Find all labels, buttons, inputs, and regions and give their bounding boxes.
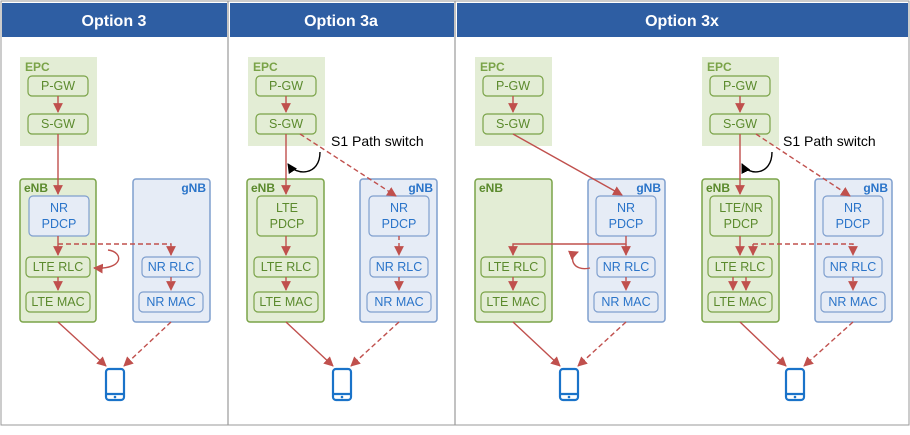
enb-label: eNB (706, 181, 730, 195)
gnb-label: gNB (408, 181, 433, 195)
lte-mac-label: LTE MAC (486, 295, 539, 309)
header-option-3: Option 3 (2, 3, 227, 37)
lte-rlc-label: LTE RLC (33, 260, 83, 274)
nr-mac-box (366, 291, 432, 313)
sgw-label: S-GW (496, 117, 530, 131)
sgw-label: S-GW (723, 117, 757, 131)
pdcp-label-line1: NR (844, 201, 862, 215)
pdcp-box (709, 195, 773, 237)
sgw-label: S-GW (41, 117, 75, 131)
nr-mac-label: NR MAC (374, 295, 423, 309)
gnb-label: gNB (863, 181, 888, 195)
nr-mac-box (820, 291, 886, 313)
pdcp-label-line2: PDCP (609, 217, 644, 231)
gnb-label: gNB (181, 181, 206, 195)
nr-rlc-label: NR RLC (603, 260, 650, 274)
gnb-label: gNB (636, 181, 661, 195)
path-switch-arrow (287, 151, 321, 175)
nr-mac-label: NR MAC (601, 295, 650, 309)
nr-mac-box (593, 291, 659, 313)
pdcp-label-line2: PDCP (724, 217, 759, 231)
pdcp-label-line2: PDCP (42, 217, 77, 231)
enb-label: eNB (479, 181, 503, 195)
pgw-label: P-GW (41, 79, 75, 93)
lte-rlc-label: LTE RLC (488, 260, 538, 274)
pdcp-label-line2: PDCP (270, 217, 305, 231)
nr-mac-box (138, 291, 204, 313)
epc-label: EPC (253, 60, 278, 74)
pdcp-label-line1: LTE (276, 201, 298, 215)
pdcp-box (256, 195, 318, 237)
option-3x-right-panel: EPC P-GW S-GW S1 Path switch eNB LTE/NR … (701, 57, 893, 402)
lte-mac-box (707, 291, 773, 313)
pdcp-label-line1: NR (390, 201, 408, 215)
lte-mac-label: LTE MAC (259, 295, 312, 309)
header-title: Option 3a (304, 13, 378, 30)
header-title: Option 3 (82, 13, 147, 30)
lte-rlc-box (707, 256, 773, 278)
option-3x-left-panel: EPC P-GW S-GW eNB LTE RLC LTE MAC gNB NR… (474, 57, 666, 402)
flow-arrows (508, 96, 631, 367)
nr-rlc-label: NR RLC (376, 260, 423, 274)
header-option-3a: Option 3a (230, 3, 454, 37)
lte-mac-box (25, 291, 91, 313)
pdcp-label-line1: NR (617, 201, 635, 215)
s1-path-switch-note: S1 Path switch (331, 133, 424, 149)
phone-icon (331, 367, 353, 402)
lte-mac-box (480, 291, 546, 313)
epc-label: EPC (480, 60, 505, 74)
pgw-label: P-GW (269, 79, 303, 93)
pdcp-label-line2: PDCP (382, 217, 417, 231)
pgw-label: P-GW (723, 79, 757, 93)
pdcp-box (822, 195, 884, 237)
pdcp-box (28, 195, 90, 237)
path-switch-arrow (741, 151, 773, 175)
pdcp-label-line1: NR (50, 201, 68, 215)
nr-mac-label: NR MAC (828, 295, 877, 309)
pdcp-label-line2: PDCP (836, 217, 871, 231)
pdcp-label-line1: LTE/NR (719, 201, 763, 215)
header-title: Option 3x (645, 13, 719, 30)
epc-label: EPC (25, 60, 50, 74)
option-3-panel: EPC P-GW S-GW eNB NR PDCP LTE RLC LTE MA… (19, 57, 211, 402)
phone-icon (558, 367, 580, 402)
nr-rlc-label: NR RLC (830, 260, 877, 274)
lte-mac-label: LTE MAC (713, 295, 766, 309)
flow-arrows (53, 96, 176, 367)
flow-arrows (281, 96, 404, 367)
epc-label: EPC (707, 60, 732, 74)
enb-label: eNB (251, 181, 275, 195)
phone-icon (104, 367, 126, 402)
phone-icon (784, 367, 806, 402)
pgw-label: P-GW (496, 79, 530, 93)
s1-path-switch-note: S1 Path switch (783, 133, 876, 149)
option-3a-panel: EPC P-GW S-GW S1 Path switch eNB LTE PDC… (246, 57, 438, 402)
enb-label: eNB (24, 181, 48, 195)
nr-mac-label: NR MAC (146, 295, 195, 309)
nr-rlc-label: NR RLC (148, 260, 195, 274)
header-option-3x: Option 3x (457, 3, 908, 37)
lte-mac-label: LTE MAC (31, 295, 84, 309)
flow-arrows (728, 96, 858, 367)
sgw-label: S-GW (269, 117, 303, 131)
lte-rlc-label: LTE RLC (715, 260, 765, 274)
lte-mac-box (253, 291, 319, 313)
lte-rlc-label: LTE RLC (261, 260, 311, 274)
